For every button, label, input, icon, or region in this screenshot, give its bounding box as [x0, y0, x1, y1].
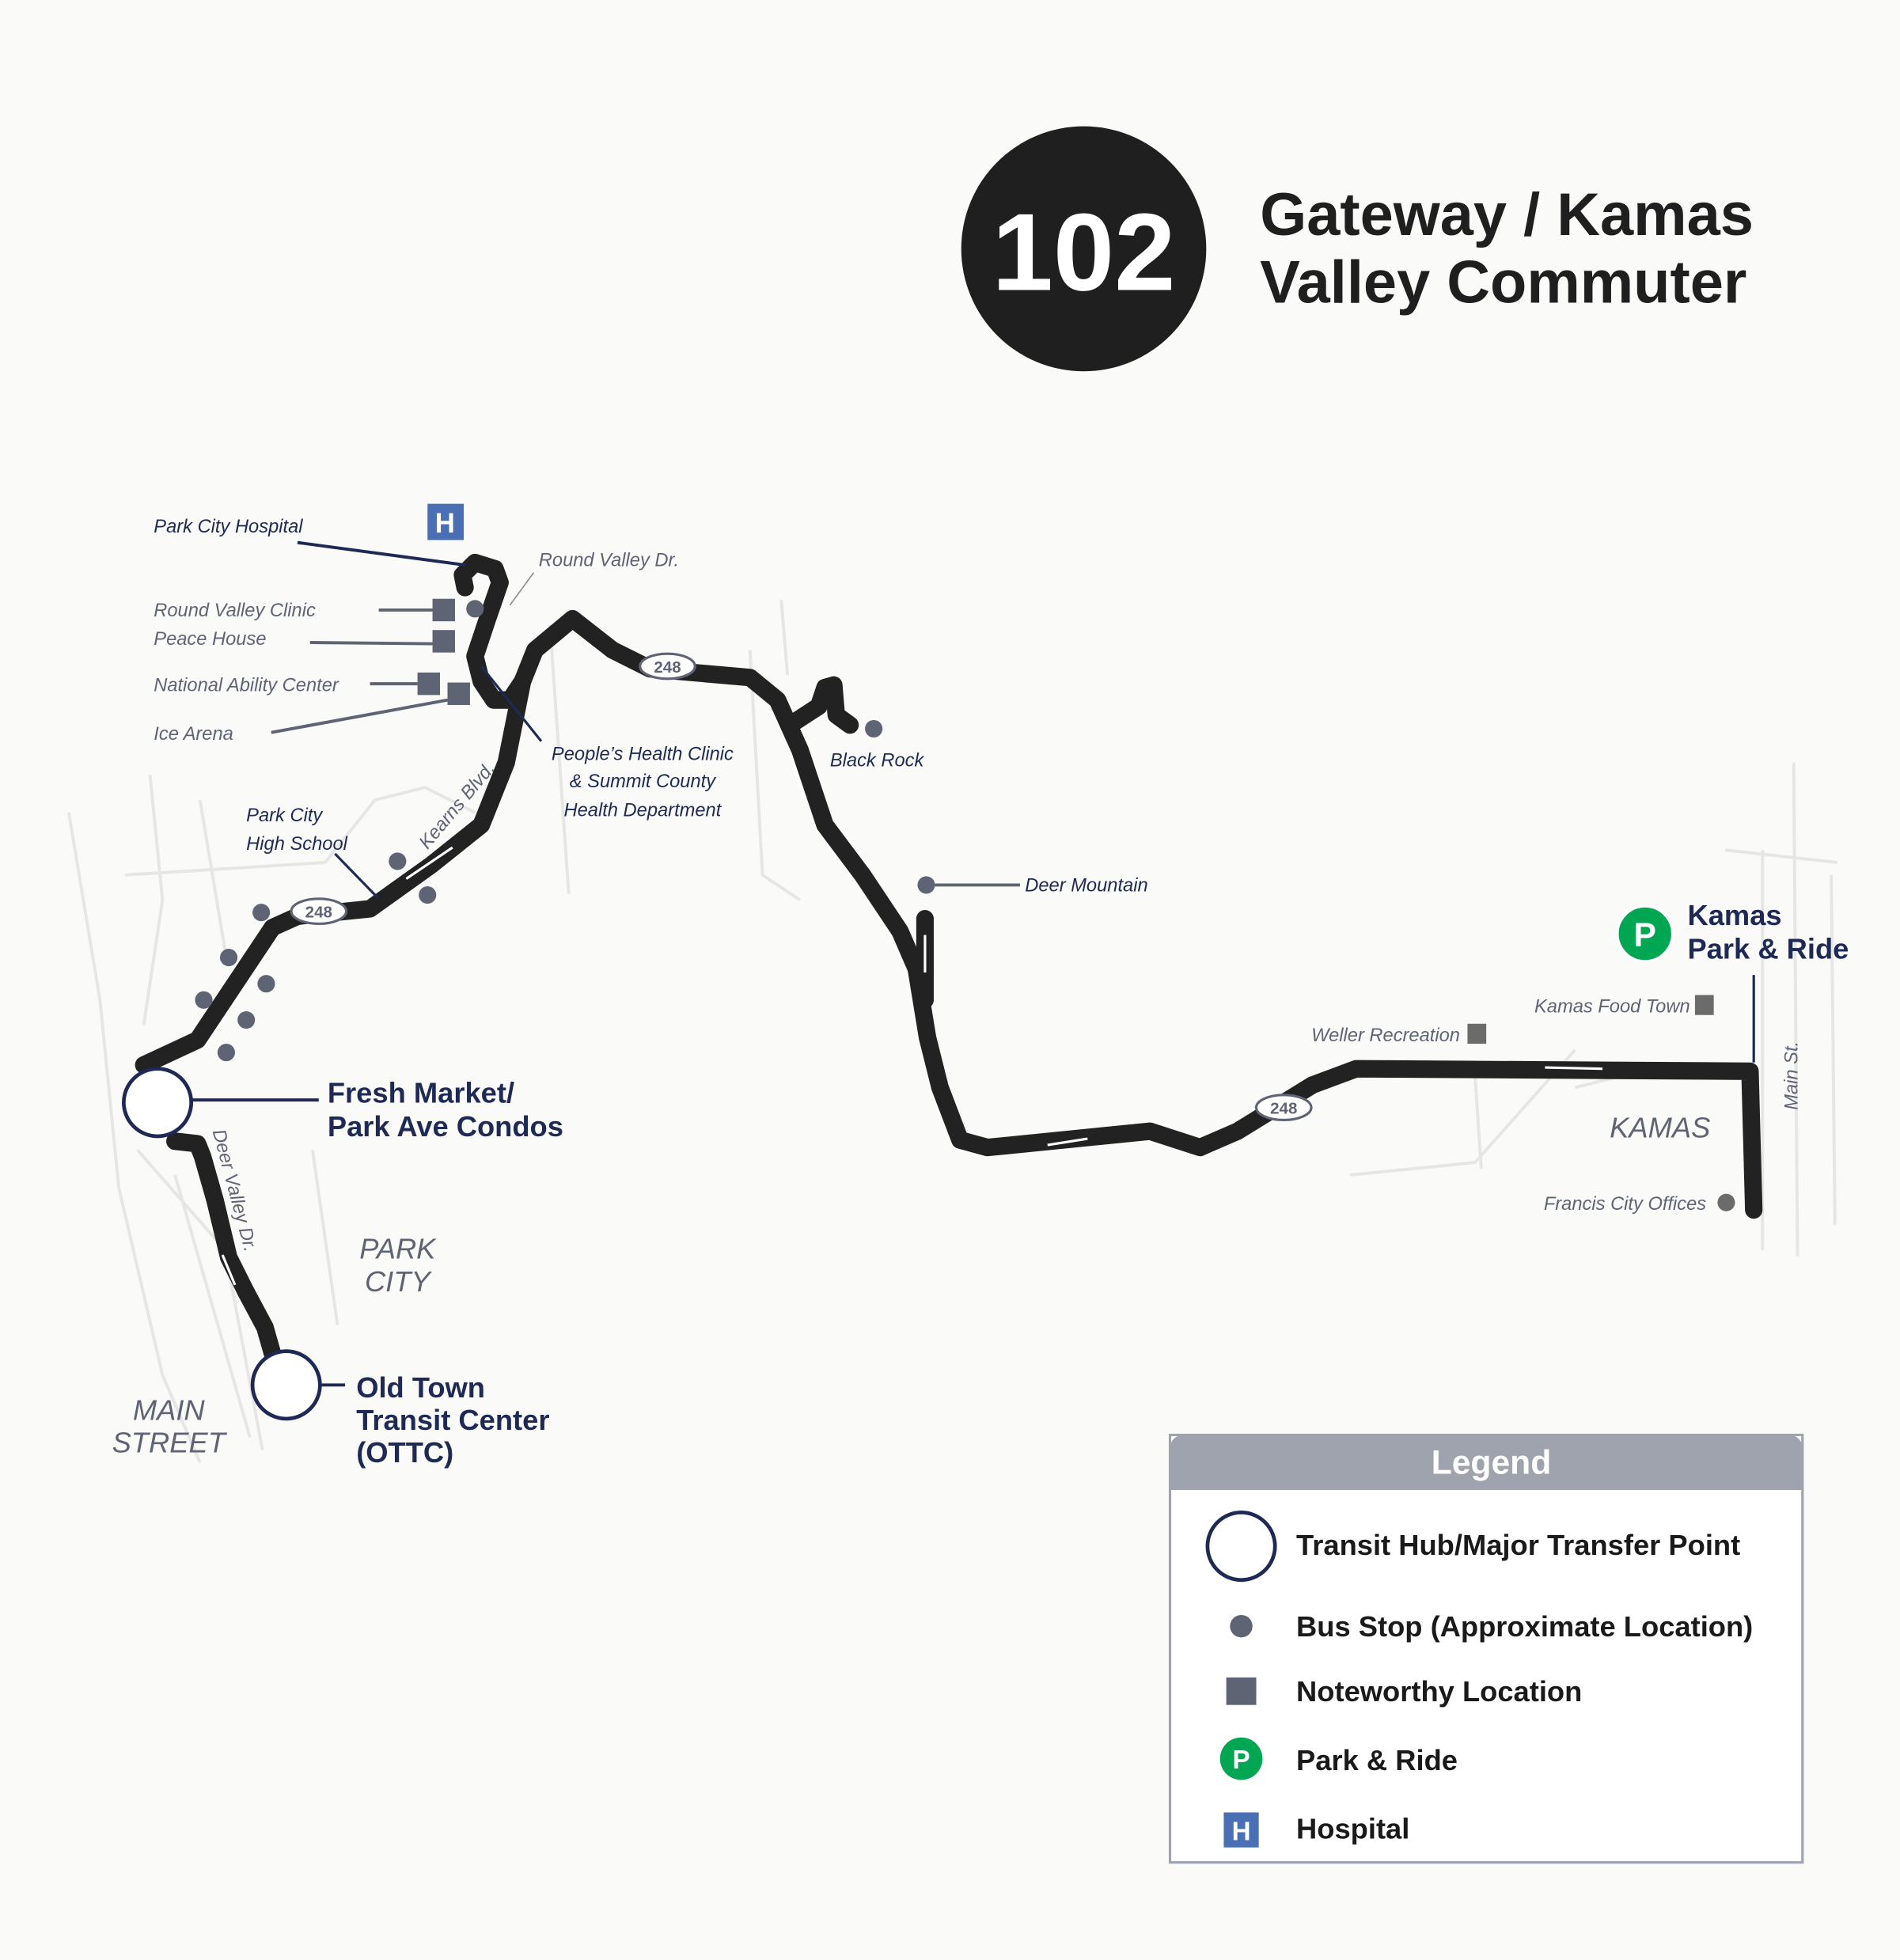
town-kamas: KAMAS [1610, 1112, 1710, 1144]
park-ride-label-1: Kamas [1687, 899, 1781, 931]
location-black-rock: Black Rock [830, 750, 925, 771]
location-high-school-1: Park City [246, 806, 324, 826]
hub-ottc-2: Transit Center [356, 1404, 549, 1436]
svg-text:P: P [1232, 1746, 1250, 1775]
highway-shield: 248 [1254, 1094, 1313, 1121]
legend-bus-stop-icon [1230, 1614, 1253, 1638]
town-park-city-1: PARK [359, 1233, 437, 1265]
route-number-badge [961, 126, 1207, 372]
hospital-icon [427, 503, 465, 540]
noteworthy-markers [417, 598, 1714, 1044]
leader-lines [271, 608, 1020, 887]
location-national-ability-center: National Ability Center [154, 676, 339, 696]
park-ride-icon-letter: P [1634, 916, 1656, 954]
legend-item-bus-stop: Bus Stop (Approximate Location) [1296, 1610, 1753, 1643]
svg-text:H: H [1232, 1817, 1251, 1846]
street-round-valley: Round Valley Dr. [539, 551, 679, 571]
route-number: 102 [992, 191, 1176, 314]
location-peace-house: Peace House [154, 629, 266, 650]
park-ride-label-2: Park & Ride [1687, 933, 1849, 965]
legend-item-transit-hub: Transit Hub/Major Transfer Point [1296, 1529, 1740, 1561]
location-weller: Weller Recreation [1311, 1025, 1460, 1046]
location-high-school-2: High School [246, 834, 347, 855]
town-main-street-2: STREET [112, 1427, 228, 1459]
direction-arrows [221, 752, 1603, 1286]
town-main-street-1: MAIN [133, 1394, 206, 1427]
location-peoples-health-2: & Summit County [570, 771, 717, 792]
highway-shield: 248 [290, 897, 348, 925]
highway-shield: 248 [639, 652, 696, 681]
leader-line [509, 572, 535, 606]
route-title-line2: Valley Commuter [1260, 248, 1746, 316]
svg-text:248: 248 [654, 658, 681, 677]
leader-line [297, 540, 465, 567]
location-kamas-food: Kamas Food Town [1534, 997, 1690, 1018]
town-park-city-2: CITY [365, 1265, 433, 1298]
legend-noteworthy-icon [1226, 1677, 1257, 1705]
legend-transit-hub-icon [1205, 1511, 1277, 1583]
park-ride-icon [1616, 904, 1674, 963]
location-round-valley-clinic: Round Valley Clinic [154, 601, 316, 621]
location-deer-mountain: Deer Mountain [1025, 875, 1147, 896]
hub-ottc-3: (OTTC) [356, 1436, 453, 1469]
location-peoples-health-3: Health Department [564, 801, 722, 821]
location-peoples-health-1: People’s Health Clinic [552, 744, 734, 764]
leader-line [334, 852, 379, 899]
legend-title: Legend [1432, 1443, 1552, 1481]
legend-item-hospital: Hospital [1296, 1813, 1409, 1845]
legend-hospital-icon [1223, 1812, 1259, 1848]
hospital-label: Park City Hospital [154, 517, 303, 537]
transit-hub-ottc[interactable] [250, 1349, 322, 1421]
background-streets [66, 600, 1838, 1464]
legend: Legend Transit Hub/Major Transfer Point … [1168, 1433, 1804, 1864]
bus-stops [195, 600, 1735, 1211]
leader-line [480, 665, 543, 742]
street-main: Main St. [1781, 1041, 1802, 1110]
legend-item-noteworthy: Noteworthy Location [1296, 1675, 1582, 1708]
svg-text:248: 248 [1270, 1100, 1297, 1118]
transit-hub-fresh-market[interactable] [122, 1067, 194, 1139]
legend-park-ride-icon [1219, 1737, 1263, 1780]
hospital-icon-letter: H [435, 509, 455, 539]
hub-fresh-market-1: Fresh Market/ [328, 1076, 514, 1109]
route-title-line1: Gateway / Kamas [1260, 181, 1754, 248]
hub-ottc-1: Old Town [356, 1371, 485, 1404]
legend-item-park-ride: Park & Ride [1296, 1744, 1458, 1776]
hub-fresh-market-2: Park Ave Condos [328, 1110, 563, 1143]
svg-text:248: 248 [305, 904, 332, 922]
location-ice-arena: Ice Arena [154, 724, 233, 745]
location-francis: Francis City Offices [1544, 1194, 1706, 1215]
